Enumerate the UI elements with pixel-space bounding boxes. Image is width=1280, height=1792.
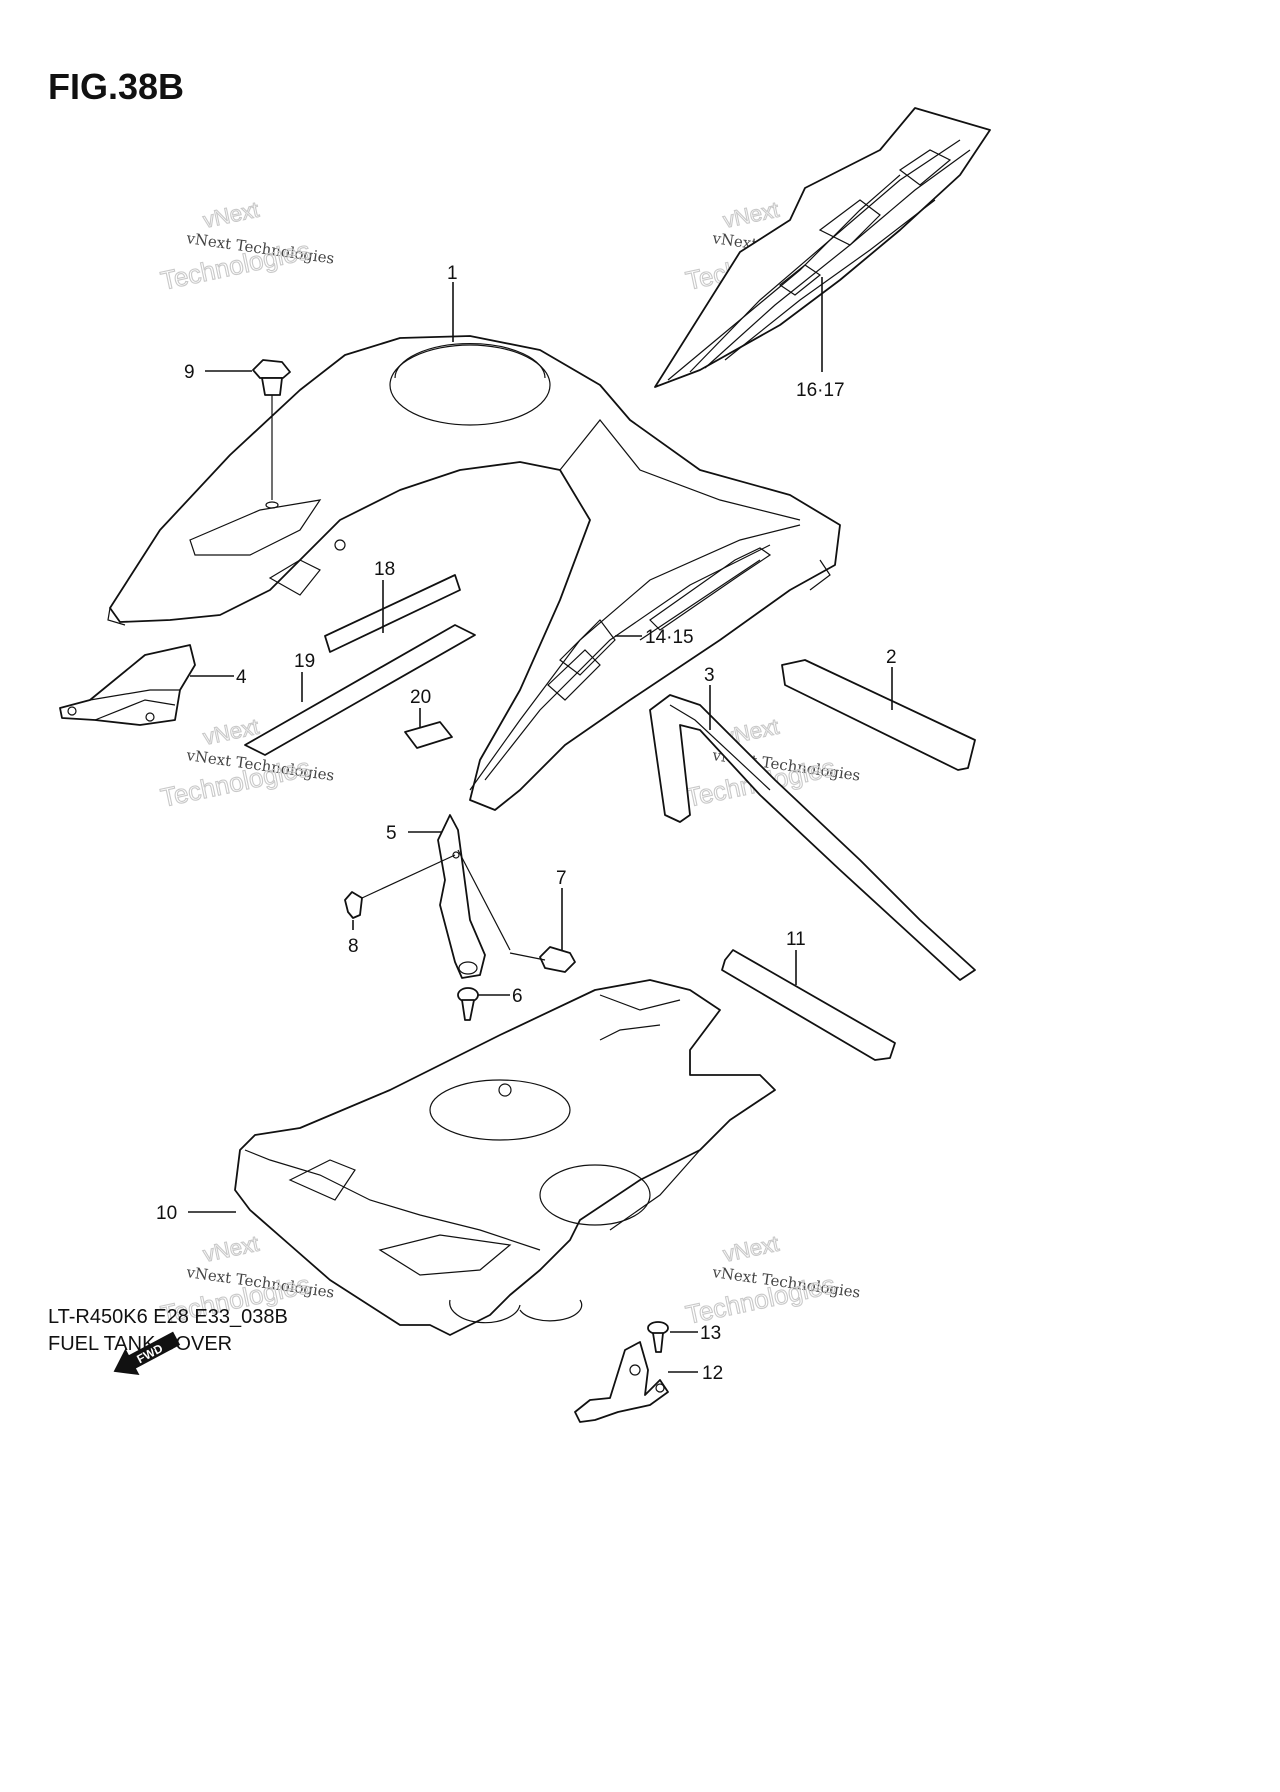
strip-18-drawing	[324, 574, 461, 653]
callout-11: 11	[786, 929, 806, 950]
callout-6: 6	[512, 986, 523, 1007]
callout-labels: 1 2 3 4 5 6 7 8 9 10 11 12 13 14·15 16·1…	[156, 263, 897, 1384]
drawing-name: FUEL TANK COVER	[48, 1333, 233, 1355]
pad-20-drawing	[404, 721, 453, 749]
drawing-code: LT-R450K6 E28 E33_038B	[48, 1306, 288, 1328]
watermark-bottom-right: vNext vNext Technologies Technologies	[682, 1230, 861, 1330]
svg-text:vNext: vNext	[721, 197, 781, 233]
callout-13: 13	[700, 1323, 721, 1344]
strap-3-drawing	[649, 694, 976, 981]
callout-2: 2	[886, 647, 897, 668]
screw-13-drawing	[647, 1321, 669, 1353]
figure-title: FIG.38B	[48, 66, 185, 107]
strip-2-drawing	[781, 659, 976, 771]
strip-19-drawing	[244, 624, 476, 756]
bracket-12-drawing	[574, 1341, 669, 1423]
callout-7: 7	[556, 868, 567, 889]
tray-10-drawing	[234, 979, 776, 1336]
screw-6-drawing	[457, 987, 479, 1021]
callout-18: 18	[374, 559, 395, 580]
callout-12: 12	[702, 1363, 723, 1384]
callout-19: 19	[294, 651, 315, 672]
bracket-4-drawing	[59, 644, 196, 726]
svg-text:vNext: vNext	[201, 1231, 261, 1267]
screw-7-drawing	[509, 946, 576, 973]
bracket-5-drawing	[437, 814, 511, 979]
callout-16-17: 16·17	[796, 380, 845, 401]
callout-5: 5	[386, 823, 397, 844]
svg-text:vNext: vNext	[721, 1231, 781, 1267]
callout-3: 3	[704, 665, 715, 686]
callout-4: 4	[236, 667, 247, 688]
callout-10: 10	[156, 1203, 177, 1224]
callout-20: 20	[410, 687, 431, 708]
watermark-top-left: vNext vNext Technologies Technologies	[157, 196, 335, 296]
decal-16-17-drawing	[654, 107, 991, 388]
tank-cover-1-drawing	[107, 335, 841, 811]
callout-14-15: 14·15	[645, 627, 694, 648]
callout-1: 1	[447, 263, 458, 284]
strip-11-drawing	[721, 949, 896, 1061]
callout-9: 9	[184, 362, 195, 383]
callout-8: 8	[348, 936, 359, 957]
clip-8-drawing	[344, 854, 456, 919]
svg-text:vNext: vNext	[201, 197, 261, 233]
leader-lines	[188, 277, 893, 1373]
push-rivet-9-drawing	[252, 359, 291, 509]
